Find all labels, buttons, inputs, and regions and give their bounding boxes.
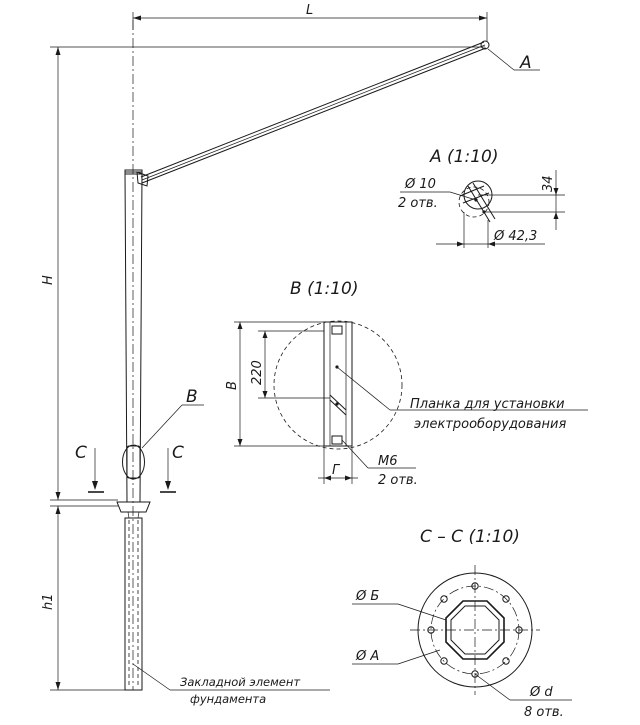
section-hole <box>440 657 448 665</box>
ref-C-left-label: C <box>75 443 87 463</box>
detail-B-title: B (1:10) <box>290 279 359 299</box>
dim-H: H <box>41 46 485 501</box>
detail-A-title: A (1:10) <box>429 147 498 167</box>
detail-A-hole-dia: Ø 10 <box>404 177 436 192</box>
hatch-rect <box>126 445 141 479</box>
section-hole <box>427 626 435 634</box>
section-holes <box>427 582 523 678</box>
pole-arm <box>136 40 490 187</box>
ref-A: A <box>487 48 540 73</box>
detail-B: B (1:10) 220 B Г M6 <box>225 279 588 488</box>
section-hole <box>471 582 479 590</box>
dim-h1: h1 <box>41 505 125 691</box>
detail-B-plate <box>323 321 353 447</box>
section-C-C: C – C (1:10) Ø Б Ø A Ø d 8 отв. <box>352 527 572 720</box>
section-hole <box>502 657 510 665</box>
section-C-dia-d: Ø d <box>529 685 553 700</box>
detail-B-dim-G: Г <box>332 463 341 478</box>
embedded-label: Закладной элемент фундамента <box>132 663 330 706</box>
hatch-detail-circle <box>122 444 145 480</box>
pole-flange <box>116 501 151 513</box>
detail-B-dim-B: B <box>225 381 240 390</box>
pole-shaft <box>124 171 143 503</box>
detail-A-diameter: Ø 42,3 <box>493 229 537 244</box>
detail-A-hole-count: 2 отв. <box>398 196 438 211</box>
section-C-title: C – C (1:10) <box>420 527 520 547</box>
dim-L: L <box>132 3 488 42</box>
section-C-dia-B: Ø Б <box>355 589 379 604</box>
ref-B: B <box>141 387 204 449</box>
section-hole <box>502 595 510 603</box>
foundation-element <box>124 517 143 691</box>
detail-B-plate-label-1: Планка для установки <box>410 397 565 412</box>
section-hole <box>471 670 479 678</box>
arm-end <box>480 40 490 50</box>
arm-bracket <box>136 171 149 187</box>
pole-elevation <box>116 20 151 691</box>
section-C-markers: C C <box>75 443 184 493</box>
detail-B-bolt: M6 <box>378 454 398 469</box>
detail-B-dim-220: 220 <box>250 360 265 385</box>
detail-A-dim-34: 34 <box>541 175 556 192</box>
section-C-dia-A: Ø A <box>355 649 379 664</box>
ref-A-label: A <box>519 53 532 73</box>
detail-B-bolt-count: 2 отв. <box>378 473 418 488</box>
section-hole <box>440 595 448 603</box>
section-octagon-outer <box>445 600 505 660</box>
section-hole <box>515 626 523 634</box>
section-C-hole-count: 8 отв. <box>524 705 564 720</box>
embedded-label-line1: Закладной элемент <box>180 675 300 689</box>
detail-B-circle <box>273 320 403 450</box>
dim-H-label: H <box>41 275 56 285</box>
section-octagon-inner <box>450 605 500 655</box>
dim-h1-label: h1 <box>41 593 56 610</box>
pole-top-cap <box>124 169 143 175</box>
dim-L-label: L <box>306 3 313 18</box>
detail-A: A (1:10) Ø 10 2 отв. 34 Ø 42,3 <box>398 147 565 248</box>
detail-B-plate-label-2: электрооборудования <box>414 417 566 432</box>
embedded-label-line2: фундамента <box>190 692 266 706</box>
ref-B-label: B <box>186 387 198 407</box>
ref-C-right-label: C <box>172 443 184 463</box>
